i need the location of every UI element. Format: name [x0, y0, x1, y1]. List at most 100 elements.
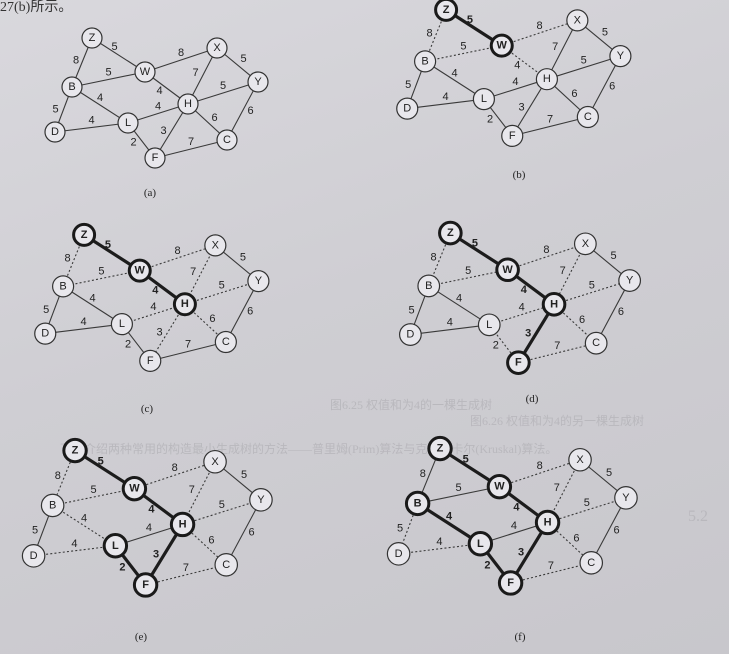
node-F: F	[139, 349, 162, 372]
node-circle	[618, 269, 642, 292]
node-X: X	[573, 232, 597, 256]
node-label: Z	[443, 4, 450, 16]
node-H: H	[177, 93, 199, 115]
edge-weight-H-F: 3	[519, 102, 525, 114]
edge-weight-F-C: 7	[548, 560, 554, 572]
edge-X-H	[553, 243, 586, 305]
edge-weight-B-L: 4	[97, 92, 103, 104]
edge-H-Y	[553, 280, 630, 305]
node-circle	[127, 258, 152, 283]
edge-Y-C	[226, 81, 259, 141]
node-L: L	[472, 88, 495, 111]
node-label: B	[421, 55, 428, 67]
node-label: X	[212, 239, 220, 251]
node-label: L	[486, 319, 492, 331]
node-circle	[51, 275, 75, 298]
edge-L-H	[489, 303, 555, 326]
edge-weight-H-C: 6	[208, 535, 214, 547]
node-circle	[404, 490, 431, 517]
edge-weight-B-D: 5	[52, 104, 58, 116]
node-B: B	[40, 493, 65, 518]
node-D: D	[21, 544, 46, 568]
node-B: B	[414, 50, 437, 73]
edge-F-C	[150, 341, 226, 362]
edge-weight-B-W: 5	[90, 484, 96, 496]
edge-weight-B-W: 5	[455, 482, 461, 494]
node-circle	[467, 531, 494, 557]
edge-F-C	[145, 564, 227, 586]
node-circle	[609, 44, 632, 68]
edge-weight-Z-B: 8	[427, 28, 433, 40]
node-label: C	[592, 337, 600, 349]
edge-weight-W-H: 4	[513, 502, 520, 514]
edge-H-Y	[187, 81, 259, 105]
edge-weight-H-Y: 5	[219, 499, 225, 511]
node-circle	[414, 50, 437, 73]
node-F: F	[501, 124, 524, 147]
node-W: W	[495, 257, 520, 283]
node-label: Z	[81, 229, 88, 241]
edge-weight-X-H: 7	[190, 266, 196, 278]
node-label: F	[142, 579, 149, 591]
edge-weight-B-L: 4	[456, 292, 462, 304]
edge-Y-C	[590, 497, 627, 564]
edge-weight-B-W: 5	[98, 265, 104, 277]
edge-weight-W-H: 4	[521, 284, 528, 296]
edge-weight-W-X: 8	[174, 245, 180, 257]
node-label: W	[502, 264, 513, 276]
node-label: F	[509, 130, 516, 142]
bleed-through-caption-1: 图6.25 权值和为4的一棵生成树	[330, 398, 493, 412]
edge-weight-Z-B: 8	[73, 55, 79, 67]
node-label: B	[59, 280, 66, 292]
edge-weight-Y-C: 6	[247, 306, 253, 318]
edge-weight-F-C: 7	[554, 340, 560, 352]
edge-weight-H-C: 6	[211, 112, 217, 124]
edge-weight-B-W: 5	[465, 265, 471, 277]
edge-F-C	[518, 342, 597, 364]
node-circle	[497, 570, 524, 596]
edge-weight-H-C: 6	[571, 88, 577, 100]
node-label: Y	[257, 494, 265, 506]
edge-W-X	[134, 461, 216, 490]
node-label: W	[140, 66, 151, 78]
node-circle	[501, 124, 524, 147]
edge-weight-B-D: 5	[409, 304, 415, 316]
node-circle	[102, 533, 129, 559]
node-H: H	[534, 509, 561, 536]
node-Y: Y	[247, 71, 269, 93]
node-circle	[386, 542, 411, 566]
node-label: H	[543, 73, 551, 85]
node-label: W	[135, 265, 146, 277]
edge-W-X	[499, 459, 581, 488]
node-circle	[62, 437, 88, 464]
edge-weight-Z-B: 8	[65, 253, 71, 265]
edge-weight-H-Y: 5	[219, 280, 225, 292]
edge-weight-Y-C: 6	[249, 526, 255, 538]
node-label: F	[507, 577, 514, 589]
node-C: C	[584, 331, 608, 355]
edge-D-L	[407, 98, 484, 110]
node-label: B	[49, 499, 56, 511]
edge-weight-W-X: 8	[178, 47, 184, 59]
edge-weight-X-Y: 5	[240, 251, 246, 263]
node-C: C	[579, 550, 604, 575]
edge-H-Y	[182, 499, 262, 526]
node-label: D	[403, 103, 411, 115]
node-label: W	[494, 481, 505, 493]
node-circle	[566, 9, 589, 32]
node-label: L	[481, 93, 487, 105]
node-label: D	[395, 548, 403, 560]
node-Z: Z	[427, 435, 453, 462]
edge-weight-D-L: 4	[71, 538, 77, 550]
node-circle	[132, 572, 159, 598]
edge-B-W	[428, 269, 508, 287]
node-circle	[206, 37, 228, 59]
node-circle	[434, 0, 459, 22]
node-D: D	[399, 323, 422, 346]
node-circle	[72, 222, 97, 247]
node-label: X	[582, 238, 590, 250]
edge-weight-B-D: 5	[397, 523, 403, 535]
